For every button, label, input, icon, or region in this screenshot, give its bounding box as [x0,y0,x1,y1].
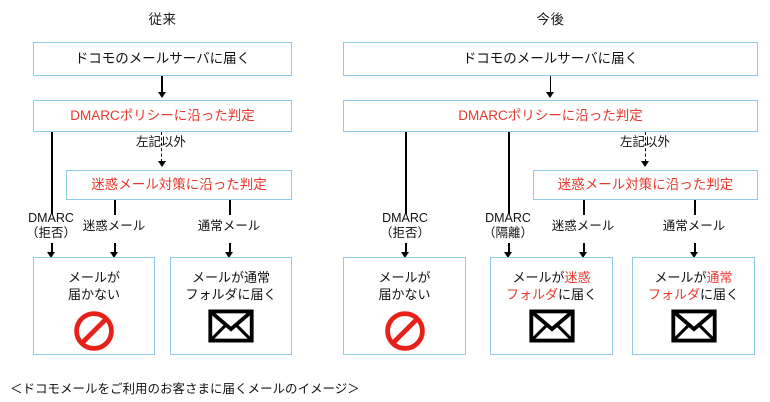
legacy-arrowhead-spam-mail [110,252,119,258]
future-label-otherwise: 左記以外 [619,135,670,149]
legacy-mail-server-box: ドコモのメールサーバに届く [33,42,292,76]
future-outcome-normal-folder-text: メールが通常 フォルダに届く [648,269,739,303]
legacy-arrowhead-dmarc-reject [47,252,56,258]
outcome-line1: メールが [512,270,565,285]
outcome-line2: に届く [700,287,740,303]
legacy-outcome-not-delivered: メールが 届かない [33,257,155,355]
envelope-icon [208,309,254,343]
legacy-label-otherwise: 左記以外 [135,135,186,149]
future-label-spam-mail: 迷惑メール [551,219,615,233]
legacy-label-normal-mail: 通常メール [197,219,261,233]
future-arrowhead-server-to-dmarc [546,92,554,98]
outcome-line2-highlight: フォルダ [647,287,700,303]
legacy-arrowhead-server-to-dmarc [157,92,166,98]
legacy-connector-dmarc-reject-lower [51,243,53,254]
legacy-connector-server-to-dmarc [161,76,163,93]
future-connector-otherwise [645,132,646,162]
legacy-label-dmarc-reject-line1: DMARC [28,211,74,225]
legacy-connector-spam-mail-lower [114,243,116,254]
future-label-dmarc-quarantine-line1: DMARC [485,211,531,225]
future-label-dmarc-reject-line2: （拒否） [379,225,430,240]
legacy-spam-policy-box: 迷惑メール対策に沿った判定 [66,170,292,200]
future-connector-normal-mail-lower [694,243,696,254]
legacy-connector-spam-mail [114,200,116,215]
outcome-line1: メールが [378,270,431,285]
outcome-line1-highlight: 通常 [706,270,733,285]
legacy-arrowhead-normal-mail [225,252,234,258]
legacy-connector-dmarc-reject [51,132,53,214]
future-connector-dmarc-reject [405,132,407,214]
outcome-line2: フォルダに届く [185,287,277,303]
outcome-line2: 届かない [378,287,431,303]
future-arrowhead-dmarc-reject [401,252,410,258]
outcome-line1: メールが [654,270,707,285]
future-label-dmarc-quarantine: DMARC （隔離） [463,211,553,241]
legacy-dmarc-policy-box: DMARCポリシーに沿った判定 [33,100,292,132]
future-connector-dmarc-quarantine [508,132,510,214]
outcome-line2-highlight: フォルダ [505,287,558,303]
legacy-outcome-not-delivered-text: メールが 届かない [68,269,120,303]
future-spam-policy-box: 迷惑メール対策に沿った判定 [533,170,758,200]
future-label-dmarc-quarantine-line2: （隔離） [482,225,533,240]
prohibited-icon [72,309,116,353]
legacy-outcome-normal-folder: メールが通常 フォルダに届く [170,257,292,355]
envelope-icon [670,309,717,343]
future-connector-server-to-dmarc [549,76,552,93]
future-dmarc-policy-box: DMARCポリシーに沿った判定 [343,100,758,132]
future-arrowhead-dmarc-quarantine [504,252,513,258]
outcome-line2: に届く [558,287,598,303]
legacy-connector-otherwise [161,132,163,162]
future-outcome-spam-folder: メールが迷惑 フォルダに届く [490,257,613,355]
legacy-connector-normal-mail [229,200,231,215]
legacy-connector-normal-mail-lower [229,243,231,254]
legacy-outcome-normal-folder-text: メールが通常 フォルダに届く [185,269,276,303]
future-label-normal-mail: 通常メール [662,219,726,233]
outcome-line1-highlight: 迷惑 [564,270,591,285]
panel-title-future: 今後 [536,12,565,27]
legacy-arrowhead-otherwise [157,161,166,167]
legacy-label-dmarc-reject: DMARC （拒否） [6,211,96,241]
legacy-label-spam-mail: 迷惑メール [82,219,146,233]
future-connector-normal-mail [694,200,696,215]
future-connector-spam-mail [583,200,585,215]
envelope-icon [528,309,575,343]
future-arrowhead-spam-mail [579,252,588,258]
future-connector-dmarc-quarantine-lower [508,243,510,254]
panel-title-legacy: 従来 [148,12,177,27]
future-arrowhead-otherwise [641,161,650,167]
figure-caption: ＜ドコモメールをご利用のお客さまに届くメールのイメージ＞ [10,382,360,396]
future-label-dmarc-reject-line1: DMARC [382,211,428,225]
outcome-line1: メールが通常 [191,270,270,285]
prohibited-icon [383,309,427,353]
future-mail-server-box: ドコモのメールサーバに届く [343,42,758,76]
legacy-label-dmarc-reject-line2: （拒否） [25,225,76,240]
future-outcome-not-delivered: メールが 届かない [343,257,466,355]
future-arrowhead-normal-mail [690,252,699,258]
outcome-line2: 届かない [67,287,120,303]
outcome-line1: メールが [67,270,120,285]
future-outcome-normal-folder: メールが通常 フォルダに届く [632,257,755,355]
future-outcome-spam-folder-text: メールが迷惑 フォルダに届く [506,269,597,303]
future-connector-dmarc-reject-lower [405,243,407,254]
future-label-dmarc-reject: DMARC （拒否） [360,211,450,241]
future-outcome-not-delivered-text: メールが 届かない [378,269,430,303]
future-connector-spam-mail-lower [583,243,585,254]
